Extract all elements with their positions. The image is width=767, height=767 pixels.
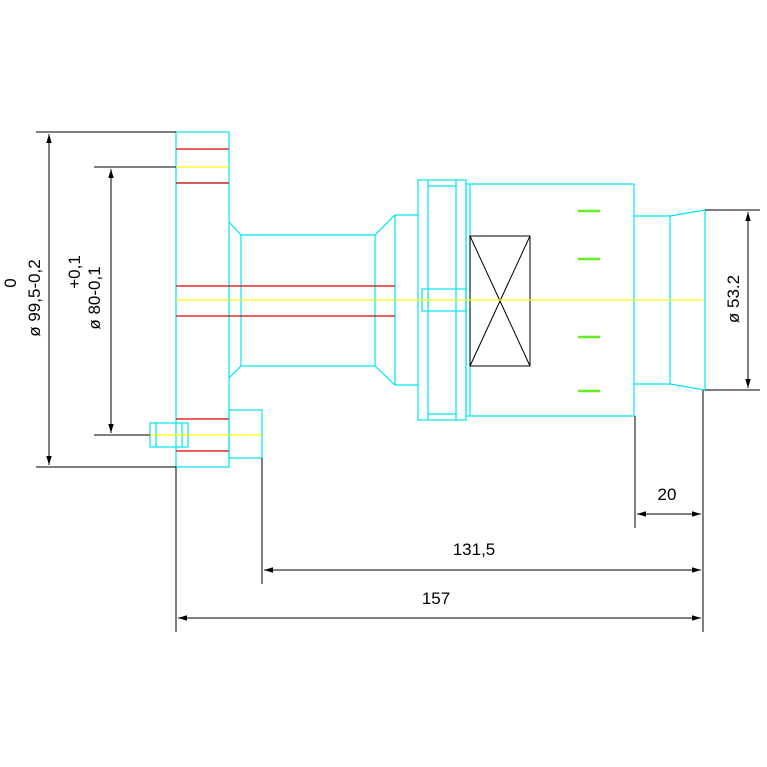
neck-chamfer-top	[228, 214, 418, 236]
bolt-circle-tolerance: +0,1	[65, 255, 84, 289]
body-diameter-label: ø 53.2	[724, 275, 743, 323]
bolt-circle-label: ø 80-0,1	[85, 266, 104, 329]
pin-markers	[578, 209, 600, 393]
dimension-labels: ø 99,5-0,2 0 ø 80-0,1 +0,1 ø 53.2 20 131…	[1, 255, 743, 608]
overall-length-label: 157	[422, 589, 450, 608]
bolt-head	[228, 409, 263, 459]
neck-chamfer-bottom	[228, 365, 418, 386]
hidden-lines	[176, 148, 395, 452]
body-cross-mark	[469, 235, 531, 367]
flange-diameter-label: ø 99,5-0,2	[25, 259, 44, 337]
mid-length-label: 131,5	[453, 540, 496, 559]
dimension-lines	[46, 134, 751, 621]
centerlines	[150, 166, 703, 436]
extension-lines	[36, 131, 760, 632]
flange-diameter-tolerance: 0	[1, 278, 20, 287]
connector-top	[634, 209, 706, 391]
end-length-label: 20	[658, 485, 677, 504]
